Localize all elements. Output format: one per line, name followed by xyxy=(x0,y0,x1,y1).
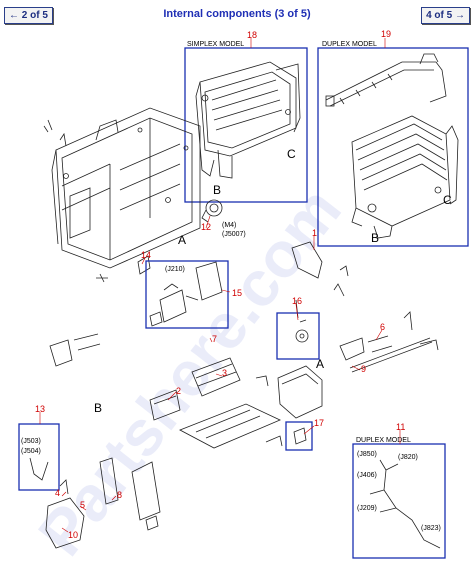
duplex-cable xyxy=(379,459,441,549)
sensor-board xyxy=(149,261,223,327)
callout-12: 12 xyxy=(201,222,211,232)
callout-18: 18 xyxy=(247,30,257,40)
callout-6: 6 xyxy=(380,322,385,332)
lower-plate xyxy=(179,403,283,449)
callout-7: 7 xyxy=(212,334,217,344)
motor-j5007-label: (J5007) xyxy=(222,231,246,238)
shaft-6-9 xyxy=(339,311,439,373)
connector-j209-label: (J209) xyxy=(357,505,377,512)
callout-19: 19 xyxy=(381,29,391,39)
prev-page-button[interactable]: ← 2 of 5 xyxy=(4,7,53,24)
connector-j504-label: (J504) xyxy=(21,448,41,455)
callout-14: 14 xyxy=(141,250,151,260)
gear-16 xyxy=(295,299,309,343)
callout-17: 17 xyxy=(314,418,324,428)
callout-1: 1 xyxy=(312,228,317,238)
simplex-panel: SIMPLEX MODEL B C xyxy=(184,41,308,203)
duplex-unit-body xyxy=(351,115,459,239)
part-17 xyxy=(293,427,307,445)
duplex-label-b: B xyxy=(371,231,379,245)
callout-11: 11 xyxy=(396,422,405,432)
callout-8: 8 xyxy=(117,490,122,500)
connector-j820-label: (J820) xyxy=(398,454,418,461)
connector-group-15-frame xyxy=(145,260,229,329)
duplex-label-c: C xyxy=(443,193,452,207)
simplex-panel-frame xyxy=(184,47,308,203)
simplex-panel-title: SIMPLEX MODEL xyxy=(187,41,244,48)
exploded-parts-diagram: Partshere.com SIMPLEX MODEL B C DUPLEX M… xyxy=(18,29,469,568)
page-title: Internal components (3 of 5) xyxy=(163,8,311,20)
duplex-panel-frame xyxy=(317,47,469,247)
connector-j850-label: (J850) xyxy=(357,451,377,458)
duplex-panel: DUPLEX MODEL B C xyxy=(317,41,469,247)
callout-3: 3 xyxy=(222,368,227,378)
callout-2: 2 xyxy=(176,386,181,396)
callout-leaders xyxy=(39,38,401,533)
motor-m4 xyxy=(201,199,223,223)
paper-guide-3 xyxy=(191,357,241,397)
motor-m4-label: (M4) xyxy=(222,222,236,229)
part-17-frame xyxy=(285,421,313,451)
gear-16-frame xyxy=(276,312,320,360)
part-2 xyxy=(149,389,181,421)
connector-j406-label: (J406) xyxy=(357,472,377,479)
letter-a-lower: A xyxy=(316,357,324,371)
connector-group-15: (J210) xyxy=(145,260,229,329)
next-page-button[interactable]: 4 of 5 → xyxy=(421,7,470,24)
duplex-upper-rail xyxy=(325,53,447,107)
callout-16: 16 xyxy=(292,296,302,306)
letter-a-upper: A xyxy=(178,233,186,247)
lever-assembly-1 xyxy=(291,241,349,297)
callout-5: 5 xyxy=(80,500,85,510)
harness-group-13: (J503) (J504) xyxy=(18,423,60,491)
duplex-panel-title: DUPLEX MODEL xyxy=(322,41,377,48)
callout-9: 9 xyxy=(361,364,366,374)
right-drive-assembly xyxy=(255,365,323,419)
simplex-label-b: B xyxy=(213,183,221,197)
simplex-paper-guide xyxy=(195,61,301,179)
callout-15: 15 xyxy=(232,288,242,298)
main-chassis xyxy=(43,107,201,283)
connector-j823-label: (J823) xyxy=(421,525,441,532)
duplex-cable-panel-title: DUPLEX MODEL xyxy=(356,437,411,444)
harness-group-13-frame xyxy=(18,423,60,491)
duplex-cable-panel: DUPLEX MODEL (J850) (J820) (J406) (J209)… xyxy=(352,437,446,559)
callout-10: 10 xyxy=(68,530,78,540)
connector-j210-label: (J210) xyxy=(165,266,185,273)
duplex-cable-panel-frame xyxy=(352,443,446,559)
letter-b-lower: B xyxy=(94,401,102,415)
simplex-label-c: C xyxy=(287,147,296,161)
callout-13: 13 xyxy=(35,404,45,414)
lower-left-frame xyxy=(45,333,161,549)
connector-j503-label: (J503) xyxy=(21,438,41,445)
callout-4: 4 xyxy=(55,488,60,498)
